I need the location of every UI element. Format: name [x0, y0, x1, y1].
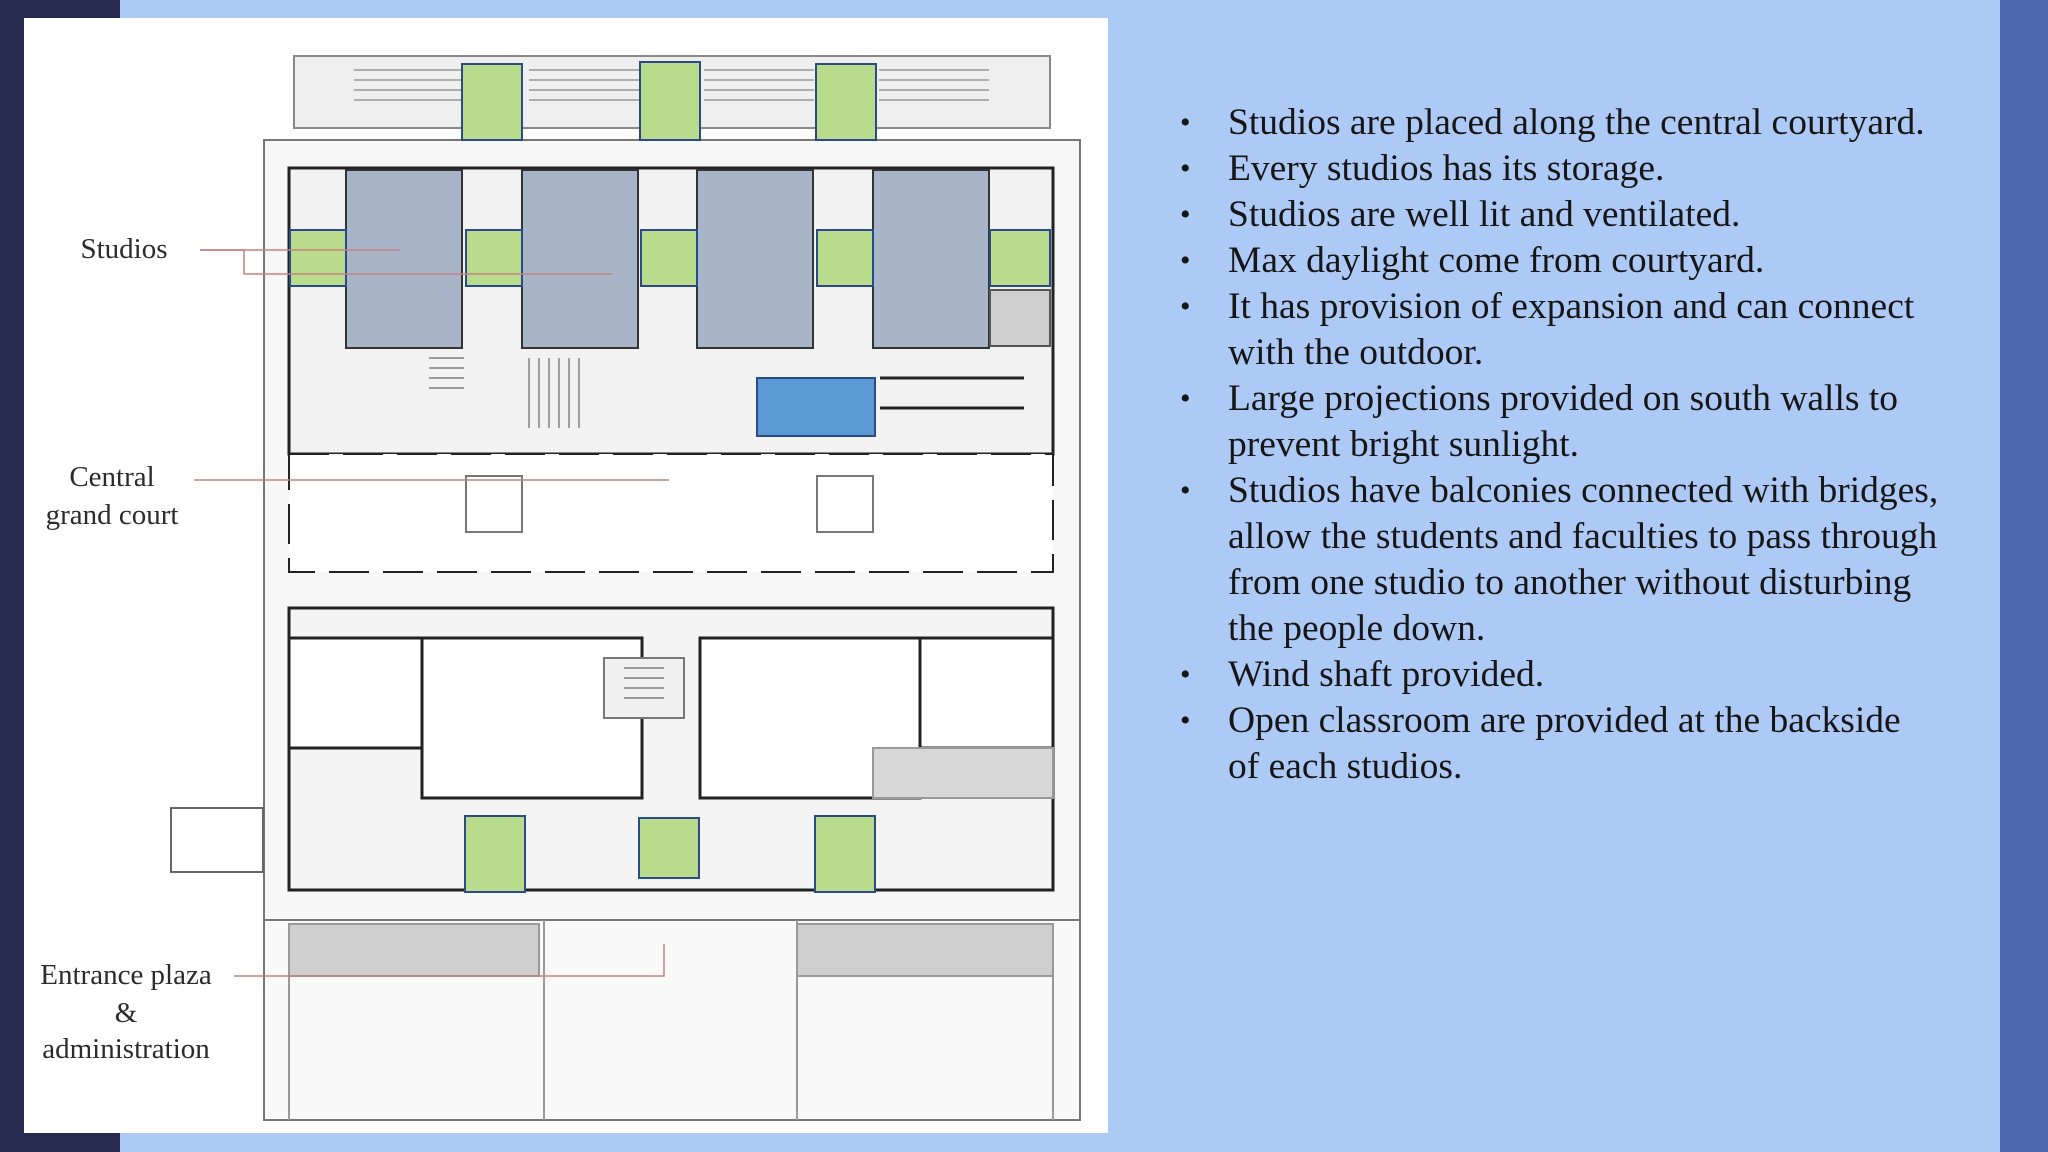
- bullet-dot: •: [1180, 198, 1191, 231]
- bullet-text: Wind shaft provided.: [1228, 654, 1545, 695]
- bullet-text: Studios are well lit and ventilated.: [1228, 194, 1741, 235]
- bullet-text: Max daylight come from courtyard.: [1228, 240, 1765, 281]
- studio-2: [521, 169, 639, 349]
- bullet-item: • Studios are placed along the central co…: [1180, 100, 1940, 146]
- studio-3: [696, 169, 814, 349]
- bullet-item: • Studios have balconies connected with b…: [1180, 468, 1940, 652]
- bullet-dot: •: [1180, 704, 1191, 737]
- bullet-text: Every studios has its storage.: [1228, 148, 1665, 189]
- bullet-dot: •: [1180, 152, 1191, 185]
- bullet-dot: •: [1180, 244, 1191, 277]
- bullet-text: Studios have balconies connected with br…: [1228, 470, 1939, 649]
- bullet-item: • Wind shaft provided.: [1180, 652, 1940, 698]
- bullet-dot: •: [1180, 658, 1191, 691]
- label-ampersand: &: [114, 997, 138, 1029]
- bullet-text: Studios are placed along the central cou…: [1228, 102, 1925, 143]
- label-central: Central: [69, 461, 155, 493]
- bullet-dot: •: [1180, 290, 1191, 323]
- bullet-item: • Open classroom are provided at the back…: [1180, 698, 1940, 790]
- studio-4: [872, 169, 990, 349]
- bullet-list: • Studios are placed along the central co…: [1180, 100, 1940, 790]
- bullet-item: • Large projections provided on south wal…: [1180, 376, 1940, 468]
- bullet-text: Large projections provided on south wall…: [1228, 378, 1899, 465]
- bullet-item: • Every studios has its storage.: [1180, 146, 1940, 192]
- label-studios: Studios: [80, 233, 168, 265]
- label-administration: administration: [42, 1033, 210, 1065]
- bullet-dot: •: [1180, 382, 1191, 415]
- label-grand-court: grand court: [45, 499, 179, 531]
- floor-plan-drawing: [170, 55, 1081, 1121]
- bullet-item: • It has provision of expansion and can c…: [1180, 284, 1940, 376]
- bullet-item: • Studios are well lit and ventilated.: [1180, 192, 1940, 238]
- bullet-item: • Max daylight come from courtyard.: [1180, 238, 1940, 284]
- label-entrance-plaza: Entrance plaza: [40, 959, 212, 991]
- bullet-dot: •: [1180, 106, 1191, 139]
- studio-1: [345, 169, 463, 349]
- bullet-text: It has provision of expansion and can co…: [1228, 286, 1915, 373]
- right-accent-bar: [2000, 0, 2048, 1152]
- bullet-text: Open classroom are provided at the backs…: [1228, 700, 1901, 787]
- floor-plan-image: Studios Central grand court Entrance pla…: [24, 18, 1108, 1133]
- bullet-dot: •: [1180, 474, 1191, 507]
